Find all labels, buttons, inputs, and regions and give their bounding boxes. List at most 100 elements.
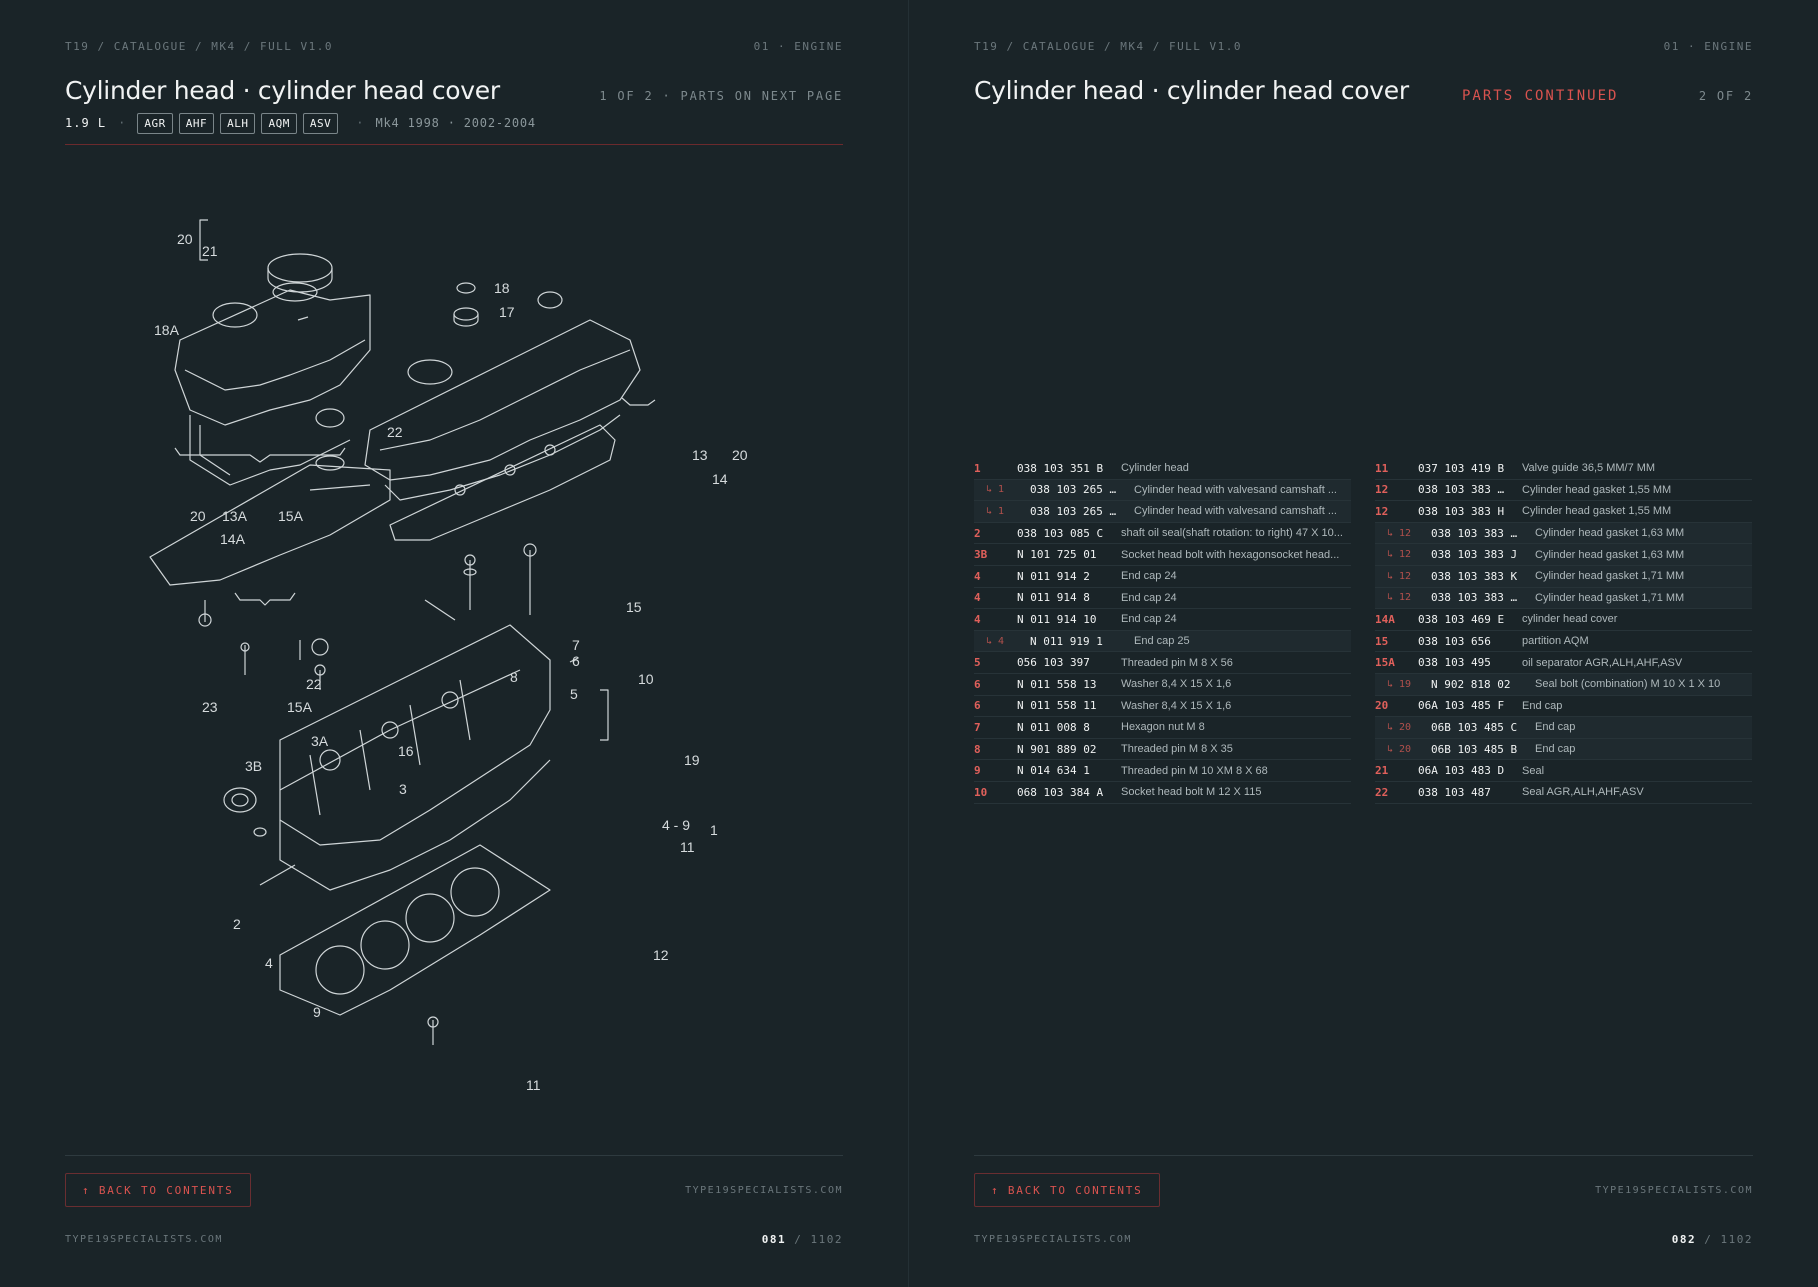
part-number: N 014 634 1 xyxy=(1017,764,1090,778)
part-ref-number: ↳ 19 xyxy=(1387,678,1412,690)
part-ref-number: 14A xyxy=(1375,612,1395,626)
diagram-label: 6 xyxy=(572,653,580,669)
part-ref-number: 4 xyxy=(974,569,981,583)
part-number: N 011 914 8 xyxy=(1017,591,1090,605)
diagram-label: 3B xyxy=(245,758,262,774)
diagram-label: 19 xyxy=(684,752,700,768)
page-current: 082 xyxy=(1671,1233,1697,1246)
diagram-label: 2 xyxy=(233,916,241,932)
diagram-label: 3A xyxy=(311,733,329,749)
exploded-view-illustration: 20 21 18 17 18A 22 13 20 14 20 13A 15A 1… xyxy=(149,219,748,1093)
diagram-label: 1 xyxy=(710,822,718,838)
part-description: Valve guide 36,5 MM/7 MM xyxy=(1522,462,1656,475)
footer-divider xyxy=(65,1155,843,1156)
site-footer-text: TYPE19SPECIALISTS.COM xyxy=(65,1234,223,1245)
part-ref-number: 15 xyxy=(1375,634,1389,648)
page-info: 1 OF 2 · PARTS ON NEXT PAGE xyxy=(599,89,843,103)
diagram-label: 14 xyxy=(712,471,728,487)
part-description: End cap xyxy=(1522,699,1563,712)
site-link[interactable]: TYPE19SPECIALISTS.COM xyxy=(685,1185,843,1196)
part-number: 06B 103 485 C xyxy=(1431,720,1518,734)
part-description: Washer 8,4 X 15 X 1,6 xyxy=(1121,699,1232,712)
engine-code-chip: AGR xyxy=(137,112,173,134)
part-number: 038 103 383 H xyxy=(1418,504,1505,518)
part-number: 038 103 383 J xyxy=(1431,548,1518,562)
part-ref-number: 12 xyxy=(1375,483,1389,497)
part-ref-number: ↳ 12 xyxy=(1387,549,1412,561)
part-ref-number: 4 xyxy=(974,591,981,605)
page-current: 081 xyxy=(761,1233,787,1246)
header-divider xyxy=(65,144,843,145)
part-ref-number: 6 xyxy=(974,677,981,691)
part-ref-number: 10 xyxy=(974,785,988,799)
part-description: partition AQM xyxy=(1522,635,1589,648)
part-number: 038 103 383 … xyxy=(1431,526,1518,540)
section-label: 01 · ENGINE xyxy=(1663,40,1753,53)
engine-code-chip: ALH xyxy=(220,112,256,134)
diagram-label: 13A xyxy=(222,508,248,524)
breadcrumb: T19 / CATALOGUE / MK4 / FULL V1.0 xyxy=(974,40,1243,53)
diagram-label: 20 xyxy=(732,447,748,463)
part-number: 038 103 265 … xyxy=(1030,504,1117,518)
page-left: T19 / CATALOGUE / MK4 / FULL V1.0 01 · E… xyxy=(65,0,909,1287)
part-ref-number: 7 xyxy=(974,720,981,734)
back-to-contents-button[interactable]: ↑ BACK TO CONTENTS xyxy=(974,1173,1160,1207)
part-number: 038 103 495 xyxy=(1418,656,1491,670)
part-number: 038 103 265 … xyxy=(1030,483,1117,497)
part-description: Cylinder head gasket 1,55 MM xyxy=(1522,483,1672,496)
part-description: Cylinder head gasket 1,71 MM xyxy=(1535,570,1685,583)
part-ref-number: 6 xyxy=(974,699,981,713)
diagram-label: 21 xyxy=(202,243,218,259)
part-number: N 901 889 02 xyxy=(1017,742,1097,756)
part-ref-number: ↳ 4 xyxy=(986,635,1005,647)
diagram-label: 22 xyxy=(306,676,322,692)
site-link[interactable]: TYPE19SPECIALISTS.COM xyxy=(1595,1185,1753,1196)
diagram-label: 3 xyxy=(399,781,407,797)
back-to-contents-button[interactable]: ↑ BACK TO CONTENTS xyxy=(65,1173,251,1207)
part-description: cylinder head cover xyxy=(1522,613,1618,626)
part-description: Washer 8,4 X 15 X 1,6 xyxy=(1121,678,1232,691)
part-ref-number: 5 xyxy=(974,656,981,670)
part-number: 037 103 419 B xyxy=(1418,461,1505,475)
part-description: End cap xyxy=(1535,743,1576,756)
part-number: N 011 919 1 xyxy=(1030,634,1103,648)
part-number: 038 103 383 … xyxy=(1431,591,1518,605)
part-ref-number: 21 xyxy=(1375,764,1389,778)
part-ref-number: ↳ 20 xyxy=(1387,721,1412,733)
page-title: Cylinder head · cylinder head cover xyxy=(974,76,1409,105)
diagram-label: 20 xyxy=(177,231,193,247)
